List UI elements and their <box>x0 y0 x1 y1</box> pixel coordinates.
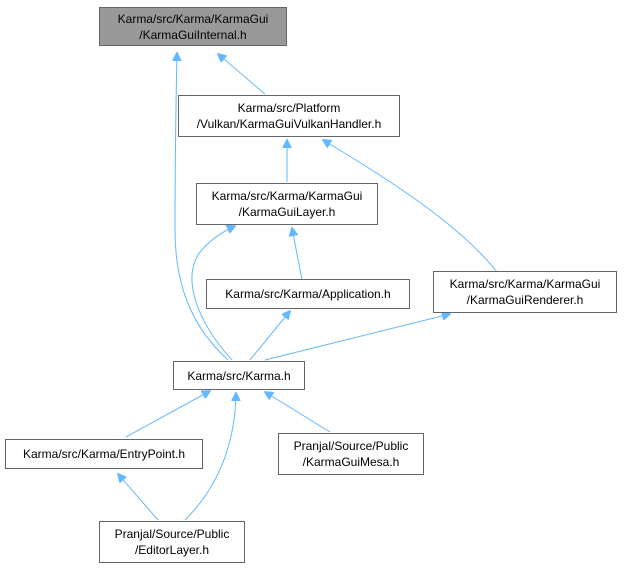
edge-mesa-to-karma <box>265 392 331 433</box>
node-karmagui-mesa-line2: /KarmaGuiMesa.h <box>302 455 400 469</box>
edge-editor-to-entry <box>118 474 159 521</box>
node-vulkan-handler[interactable]: Karma/src/Platform /Vulkan/KarmaGuiVulka… <box>178 95 400 137</box>
node-karmagui-renderer-line1: Karma/src/Karma/KarmaGui <box>449 277 601 291</box>
node-application[interactable]: Karma/src/Karma/Application.h <box>206 279 410 309</box>
node-karmagui-layer-line1: Karma/src/Karma/KarmaGui <box>211 189 363 203</box>
node-karmagui-internal-line1: Karma/src/Karma/KarmaGui <box>117 11 269 26</box>
edge-renderer-to-vulkan <box>323 140 498 273</box>
node-editor-layer-line2: /EditorLayer.h <box>134 543 210 557</box>
edge-app-to-layer <box>292 228 303 281</box>
node-karmagui-renderer[interactable]: Karma/src/Karma/KarmaGui /KarmaGuiRender… <box>433 271 617 313</box>
node-application-line1: Karma/src/Karma/Application.h <box>225 287 391 301</box>
edge-entry-to-karma <box>125 391 210 438</box>
node-karmagui-mesa[interactable]: Pranjal/Source/Public /KarmaGuiMesa.h <box>278 433 424 475</box>
node-vulkan-handler-line2: /Vulkan/KarmaGuiVulkanHandler.h <box>196 117 382 131</box>
edge-editor-to-karma <box>184 393 236 521</box>
node-vulkan-handler-line1: Karma/src/Platform <box>237 101 341 115</box>
node-karmagui-internal-line2: /KarmaGuiInternal.h <box>139 27 247 42</box>
edge-vulkan-to-internal <box>218 54 266 95</box>
node-karma-h-line1: Karma/src/Karma.h <box>187 368 291 383</box>
edge-karma-to-app <box>249 311 290 361</box>
node-karmagui-layer-line2: /KarmaGuiLayer.h <box>238 205 336 219</box>
node-entrypoint-line1: Karma/src/Karma/EntryPoint.h <box>22 447 186 461</box>
node-entrypoint[interactable]: Karma/src/Karma/EntryPoint.h <box>5 439 203 469</box>
node-karmagui-renderer-line2: /KarmaGuiRenderer.h <box>466 293 584 307</box>
node-editor-layer-line1: Pranjal/Source/Public <box>114 527 230 541</box>
edge-karma-to-layer <box>191 226 235 361</box>
node-karma-h[interactable]: Karma/src/Karma.h <box>173 361 305 390</box>
node-karmagui-layer[interactable]: Karma/src/Karma/KarmaGui /KarmaGuiLayer.… <box>196 183 378 225</box>
node-editor-layer[interactable]: Pranjal/Source/Public /EditorLayer.h <box>99 521 245 563</box>
node-karmagui-internal[interactable]: Karma/src/Karma/KarmaGui /KarmaGuiIntern… <box>99 7 287 46</box>
edge-karma-to-internal <box>175 53 229 361</box>
edge-karma-to-renderer <box>264 314 450 361</box>
node-karmagui-mesa-line1: Pranjal/Source/Public <box>293 439 409 453</box>
